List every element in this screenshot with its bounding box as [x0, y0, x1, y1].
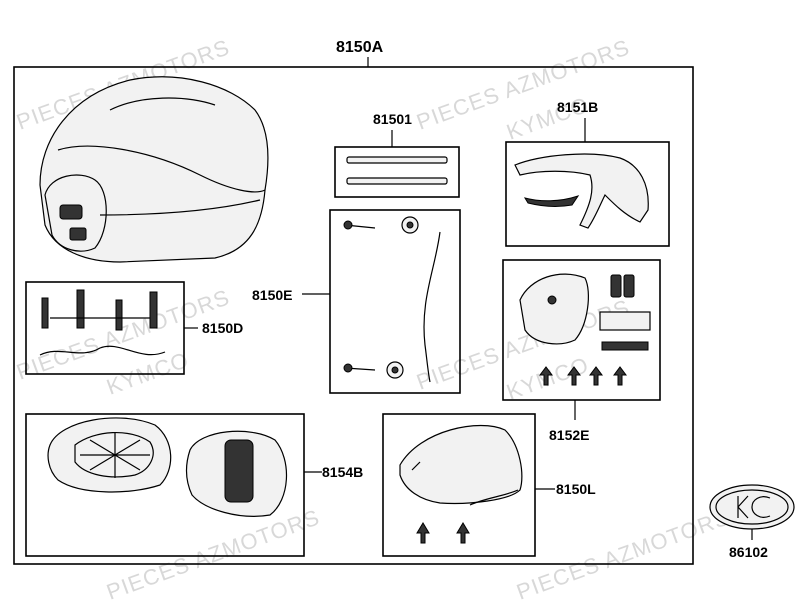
part-box-8152E [502, 259, 661, 401]
part-label-8150D[interactable]: 8150D [202, 320, 243, 336]
main-assembly-frame [13, 66, 694, 565]
cable-and-screws-illustration [343, 216, 441, 383]
part-box-81501 [334, 146, 460, 198]
lid-cover-illustration [399, 424, 523, 544]
part-box-8150L [382, 413, 536, 557]
part-label-8151B[interactable]: 8151B [557, 99, 598, 115]
watermark-text: PIECES AZMOTORS [513, 504, 733, 600]
part-label-81501[interactable]: 81501 [373, 111, 412, 127]
part-label-8150E[interactable]: 8150E [252, 287, 292, 303]
top-case-illustration [39, 76, 269, 263]
part-label-8150L[interactable]: 8150L [556, 481, 596, 497]
part-box-8151B [505, 141, 670, 247]
lock-kit-illustration [519, 273, 651, 386]
base-plate-and-pad-illustration [47, 417, 287, 517]
watermark-text: PIECES AZMOTORS [103, 504, 323, 600]
adhesive-strips-illustration [346, 156, 448, 185]
mounting-bolts-illustration [39, 289, 166, 356]
part-box-8154B [25, 413, 305, 557]
part-label-8152E[interactable]: 8152E [549, 427, 589, 443]
main-part-label[interactable]: 8150A [336, 39, 384, 56]
part-box-8150E [329, 209, 461, 394]
part-label-86102[interactable]: 86102 [729, 544, 768, 560]
part-label-8154B[interactable]: 8154B [322, 464, 363, 480]
kymco-emblem-icon [709, 484, 795, 530]
reflector-trim-illustration [514, 153, 649, 229]
